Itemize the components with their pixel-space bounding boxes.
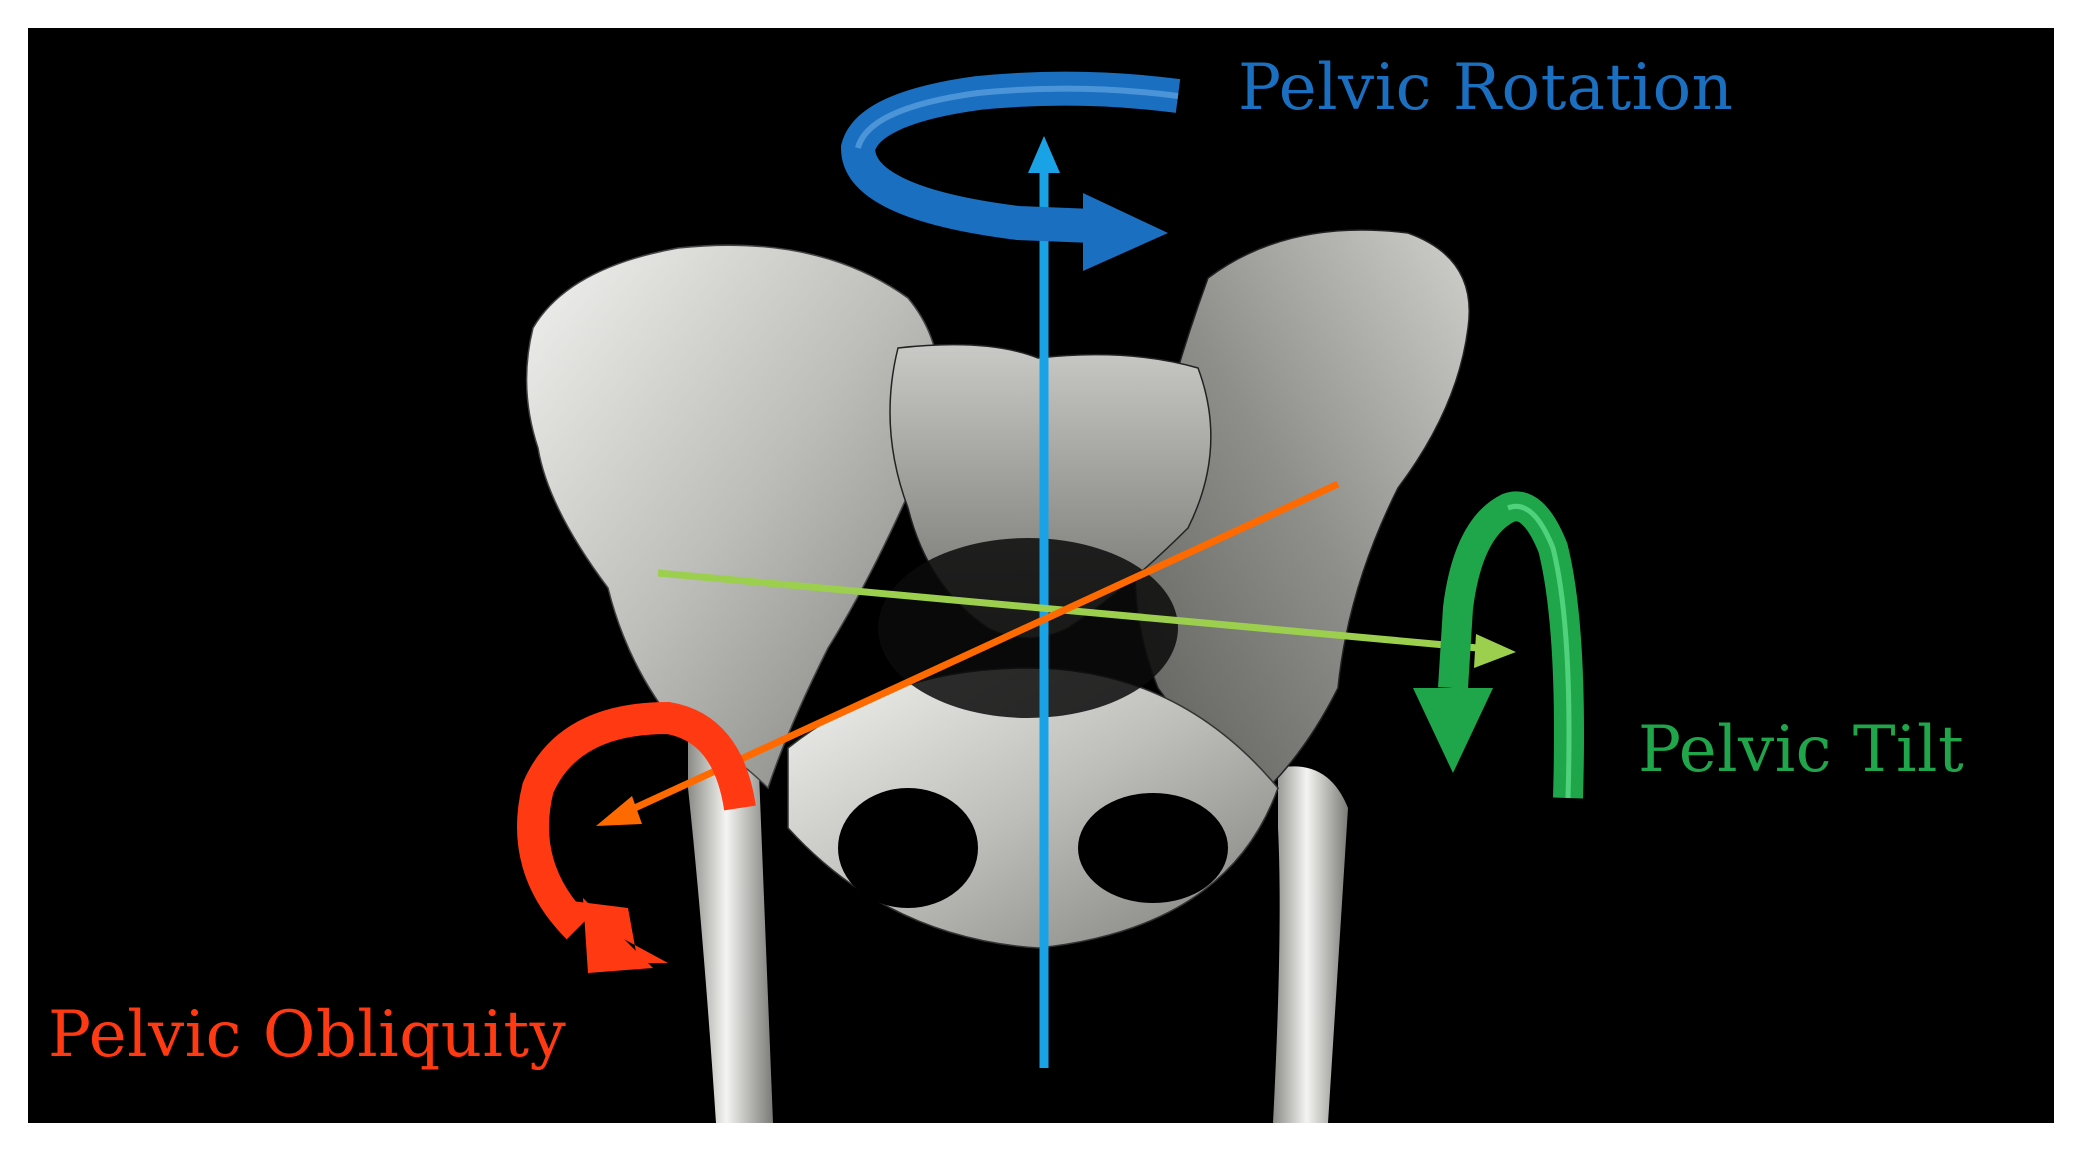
tilt-arrow-icon <box>1413 491 1584 799</box>
pelvis-diagram: Pelvic Rotation Pelvic Tilt Pelvic Obliq… <box>28 28 2054 1123</box>
obturator-foramen-right <box>1078 793 1228 903</box>
obliquity-arrow-icon <box>517 701 756 973</box>
tilt-axis-arrowhead <box>1474 634 1516 668</box>
pelvic-tilt-label: Pelvic Tilt <box>1638 713 1965 787</box>
obturator-foramen-left <box>838 788 978 908</box>
left-femur <box>688 721 773 1123</box>
right-femur <box>1273 766 1348 1123</box>
pelvis-illustration <box>517 71 1584 1123</box>
rotation-axis-arrowhead <box>1028 136 1060 173</box>
pelvic-obliquity-label: Pelvic Obliquity <box>48 998 567 1072</box>
obliquity-axis-arrowhead <box>596 796 642 826</box>
rotation-arrow-icon <box>840 71 1181 271</box>
left-ilium <box>525 244 940 790</box>
pelvic-rotation-label: Pelvic Rotation <box>1238 51 1734 125</box>
